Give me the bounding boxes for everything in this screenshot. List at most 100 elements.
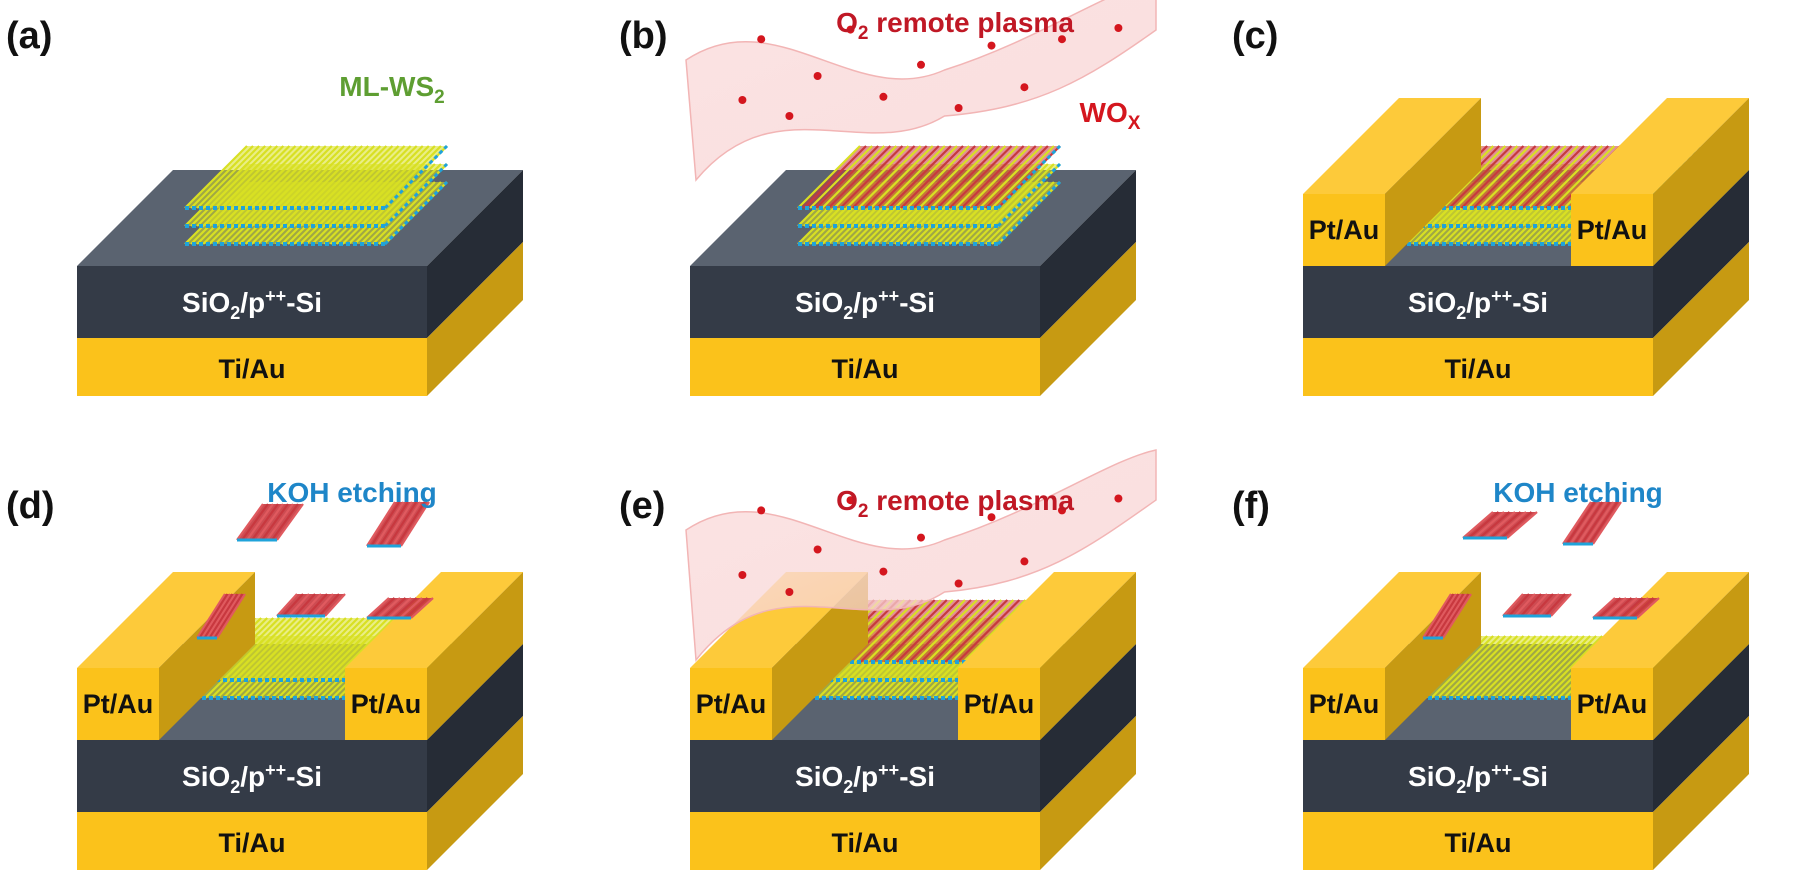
hatch-line: [985, 163, 1049, 227]
hatch-line: [991, 163, 1055, 227]
hatch-line: [240, 617, 305, 681]
hatch-line: [293, 145, 357, 209]
hatch-line: [251, 503, 279, 541]
hatch-line: [1636, 597, 1660, 619]
hatch-line: [323, 145, 388, 209]
hatch-line: [208, 593, 239, 639]
ws2-layer-2-side-edge: [383, 162, 449, 228]
etched-flake: [1462, 511, 1538, 540]
left-electrode-label: Pt/Au: [83, 689, 154, 719]
plasma-radical: [813, 545, 822, 554]
hatch-line: [1544, 593, 1566, 617]
hatch-line: [1484, 511, 1516, 539]
hatch-line: [1436, 635, 1501, 699]
hatch-line: [378, 145, 442, 209]
hatch-line: [900, 145, 964, 209]
hatch-line: [803, 145, 867, 209]
hatch-line: [244, 145, 309, 209]
hatch-line: [1490, 635, 1555, 699]
plasma-radical: [879, 567, 888, 576]
hatch-line: [979, 145, 1043, 209]
backgate-side-face: [427, 716, 523, 870]
hatch-line: [954, 145, 1019, 209]
hatch-line: [1527, 145, 1591, 209]
hatch-line: [203, 593, 234, 639]
hatch-line: [370, 501, 401, 547]
right-electrode-front: [1571, 668, 1653, 740]
hatch-line: [1448, 635, 1513, 699]
oxide-front-face: [1303, 740, 1653, 812]
hatch-line: [288, 593, 310, 617]
hatch-line: [282, 593, 304, 617]
left-electrode-label: Pt/Au: [696, 689, 767, 719]
hatch-line: [890, 599, 954, 663]
hatch-line: [222, 617, 287, 681]
hatch-line: [884, 599, 948, 663]
hatch-line: [307, 617, 371, 681]
hatch-line: [962, 599, 1027, 663]
hatch-line: [276, 503, 304, 541]
left-electrode-label: Pt/Au: [1309, 215, 1380, 245]
hatch-line: [246, 503, 274, 541]
plasma-radical: [738, 96, 747, 104]
hatch-line: [1437, 593, 1467, 639]
hatch-line: [853, 599, 918, 663]
left-electrode-top: [1303, 572, 1481, 668]
plasma-annotation: O2 remote plasma: [836, 485, 1074, 522]
backgate-label: Ti/Au: [1445, 354, 1512, 384]
oxide-front-face: [77, 266, 427, 338]
hatch-line: [1539, 145, 1603, 209]
hatch-line: [948, 145, 1013, 209]
hatch-line: [950, 599, 1015, 663]
hatch-line: [234, 617, 299, 681]
plasma-radical: [757, 35, 766, 44]
ws2-annotation: ML-WS2: [339, 71, 444, 108]
hatch-line: [271, 617, 335, 681]
hatch-line: [269, 145, 333, 209]
hatch-line: [211, 593, 241, 639]
hatch-line: [888, 145, 952, 209]
backgate-side-face: [1653, 716, 1749, 870]
hatch-line: [1625, 597, 1649, 619]
hatch-line: [299, 145, 363, 209]
hatch-line: [918, 145, 982, 209]
hatch-line: [894, 145, 958, 209]
hatch-line: [956, 599, 1021, 663]
hatch-line: [1448, 145, 1513, 209]
hatch-line: [859, 599, 924, 663]
hatch-line: [410, 597, 434, 619]
hatch-line: [1526, 593, 1548, 617]
plasma-radical: [1114, 494, 1123, 503]
hatch-line: [912, 145, 976, 209]
hatch-line: [266, 503, 294, 541]
hatch-line: [372, 145, 436, 209]
plasma-sheet: [685, 0, 1157, 182]
hatch-line: [1545, 145, 1609, 209]
hatch-line: [815, 145, 879, 209]
ws2-layer-3: [184, 144, 449, 210]
hatch-line: [201, 593, 231, 639]
hatch-line: [1521, 145, 1585, 209]
hatch-line: [1460, 145, 1525, 209]
plasma-radical: [785, 588, 794, 596]
panel-letter: (b): [619, 15, 668, 57]
right-electrode-side: [1653, 572, 1749, 740]
hatch-line: [359, 145, 424, 209]
hatch-line: [335, 145, 400, 209]
hatch-line: [1432, 593, 1462, 639]
hatch-line: [1508, 593, 1530, 617]
hatch-line: [1422, 593, 1452, 639]
etched-flake: [276, 593, 346, 618]
hatch-line: [1592, 501, 1622, 545]
plasma-radical: [846, 25, 855, 34]
plasma-radical: [1020, 83, 1029, 92]
backgate-front-face: [690, 812, 1040, 870]
right-electrode-label: Pt/Au: [351, 689, 422, 719]
left-electrode-top: [1303, 98, 1481, 194]
hatch-line: [300, 593, 322, 617]
hatch-line: [404, 597, 429, 619]
hatch-line: [938, 599, 1003, 663]
hatch-line: [1614, 597, 1638, 619]
